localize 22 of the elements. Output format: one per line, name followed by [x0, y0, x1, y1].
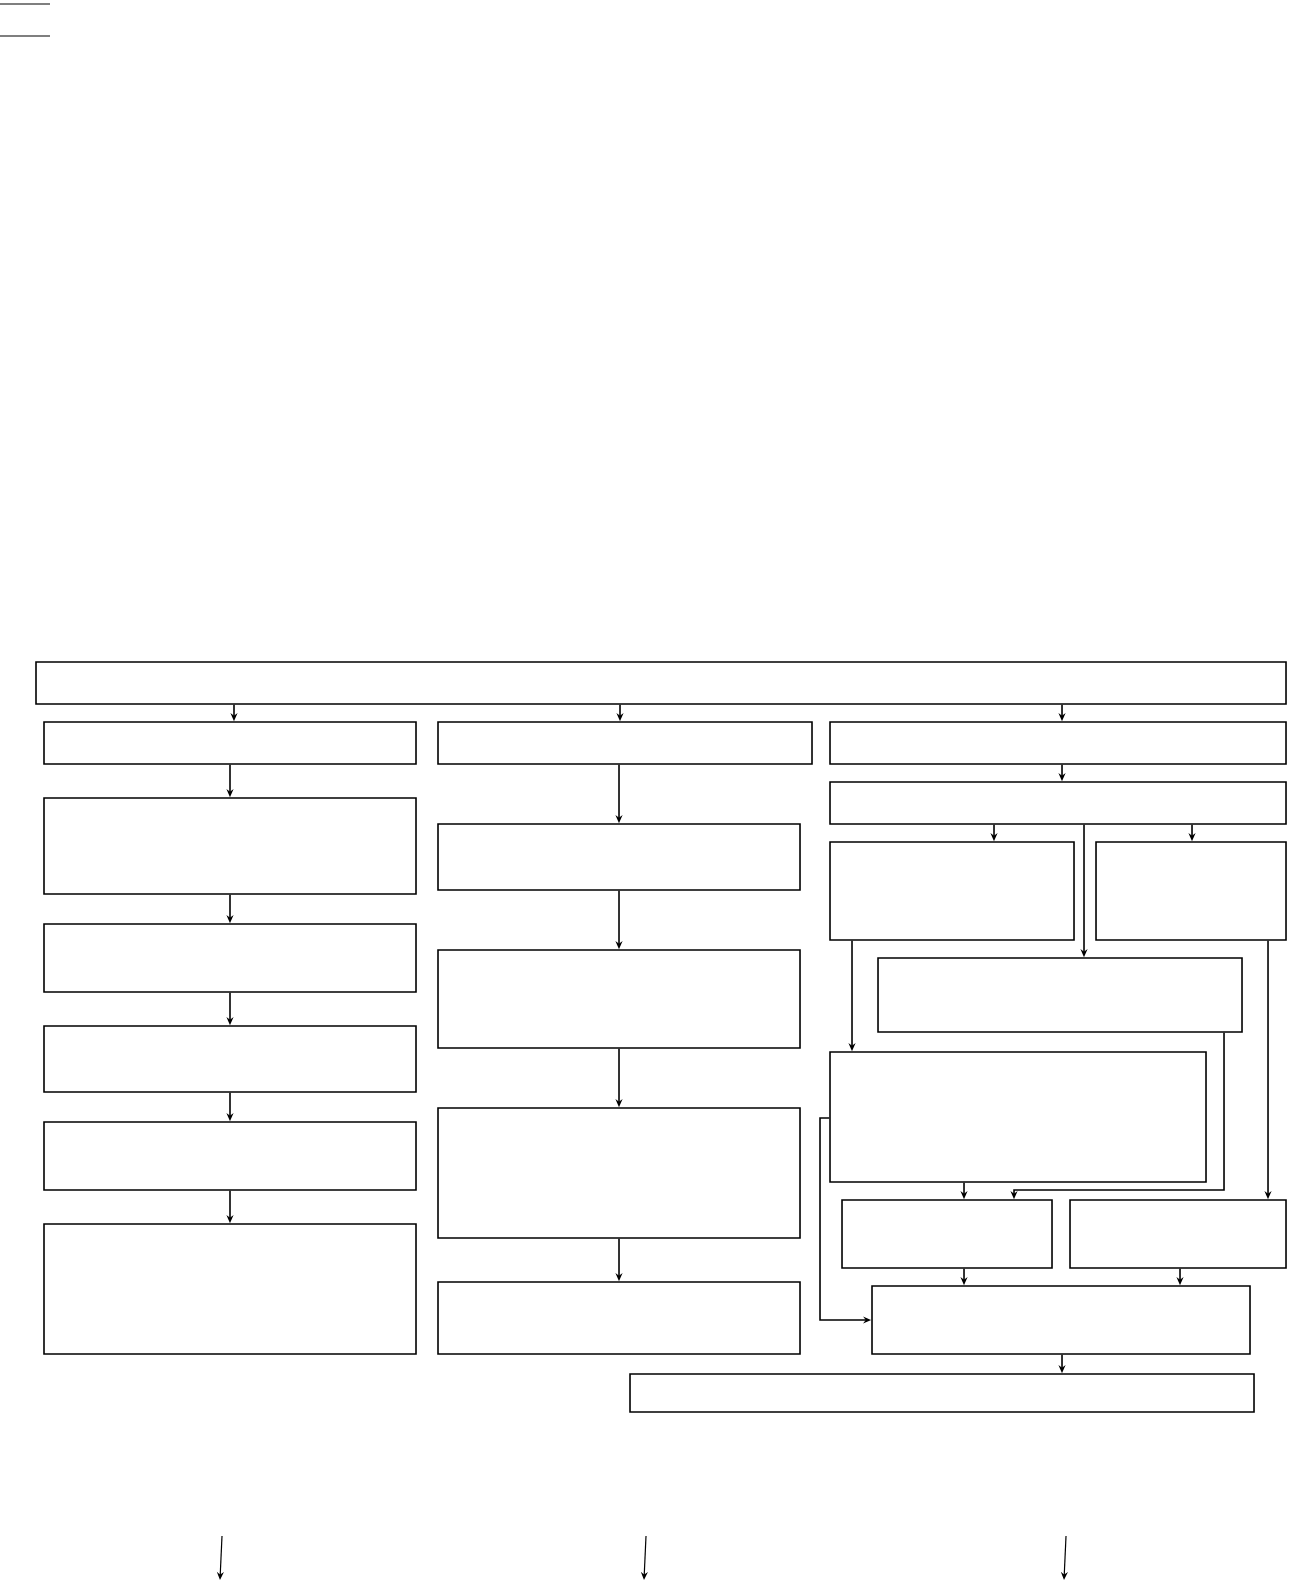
process-box — [437, 823, 801, 891]
process-box — [877, 957, 1243, 1033]
process-box — [829, 1051, 1207, 1183]
process-box — [829, 841, 1075, 941]
process-box — [35, 661, 1287, 705]
process-box — [1095, 841, 1287, 941]
process-box — [43, 797, 417, 895]
process-box — [43, 1223, 417, 1355]
process-box — [829, 721, 1287, 765]
process-box — [43, 1025, 417, 1093]
process-box — [437, 949, 801, 1049]
process-box — [43, 1121, 417, 1191]
process-box — [437, 1107, 801, 1239]
process-box — [1069, 1199, 1287, 1269]
process-box — [829, 781, 1287, 825]
process-box — [43, 923, 417, 993]
process-box — [43, 721, 417, 765]
process-box — [841, 1199, 1053, 1269]
process-box — [871, 1285, 1251, 1355]
process-box — [437, 1281, 801, 1355]
process-box — [437, 721, 813, 765]
process-box — [629, 1373, 1255, 1413]
